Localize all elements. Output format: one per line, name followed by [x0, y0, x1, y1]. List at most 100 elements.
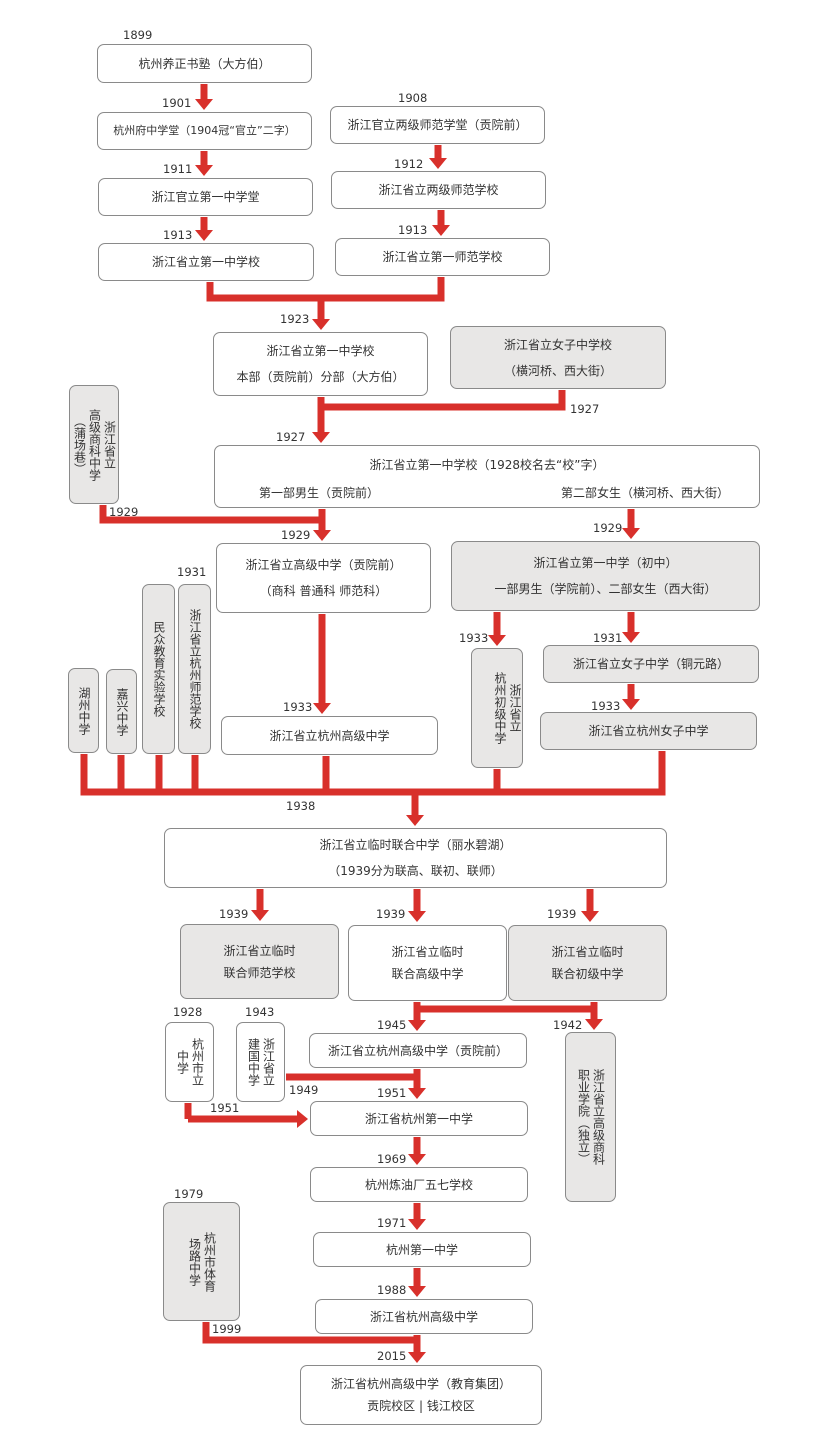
- connector-line: [317, 390, 566, 411]
- year-label: 1908: [398, 91, 428, 105]
- box-text: 浙江省立第一中学校: [266, 344, 375, 358]
- connector-line: [99, 505, 322, 524]
- box-title: 浙江省立第一中学校（1928校名去“校”字）: [369, 458, 605, 472]
- box-text: 浙江省立临时: [391, 945, 464, 959]
- arrow-down-icon: [408, 1352, 426, 1363]
- box-text: （1939分为联高、联初、联师）: [328, 864, 503, 878]
- year-label: 1933: [591, 699, 621, 713]
- year-label: 1911: [163, 162, 193, 176]
- box-yizhong-1923: 浙江省立第一中学校本部（贡院前）分部（大方伯）: [213, 332, 428, 396]
- box-text: 浙江官立两级师范学堂（贡院前）: [347, 118, 528, 132]
- arrow-down-icon: [313, 530, 331, 541]
- arrow-down-icon: [432, 225, 450, 236]
- year-label: 1933: [283, 700, 313, 714]
- year-label: 1969: [377, 1152, 407, 1166]
- box-text: 杭州养正书塾（大方伯）: [138, 56, 271, 71]
- arrow-down-icon: [408, 911, 426, 922]
- box-text: （商科 普通科 师范科）: [259, 584, 388, 598]
- arrow-down-icon: [406, 815, 424, 826]
- year-label: 1913: [163, 228, 193, 242]
- arrow-down-icon: [408, 1219, 426, 1230]
- box-text: 杭州市立: [190, 1038, 205, 1086]
- box-shangke: 浙江省立高级商科中学（蒲场巷）: [69, 385, 119, 504]
- box-text: 联合初级中学: [551, 967, 624, 981]
- box-chuzhong-1929: 浙江省立第一中学（初中）一部男生（学院前）、二部女生（西大街）: [451, 541, 760, 611]
- year-label: 1988: [377, 1283, 407, 1297]
- box-text: 联合高级中学: [391, 967, 464, 981]
- year-label: 1929: [593, 521, 623, 535]
- box-text: 浙江省立高级商科: [591, 1069, 606, 1165]
- box-text: 贡院校区 | 钱江校区: [367, 1399, 475, 1413]
- year-label: 1942: [553, 1018, 583, 1032]
- box-text: 浙江省立: [102, 420, 117, 469]
- arrow-down-icon: [251, 910, 269, 921]
- box-text: 民众教育实验学校: [152, 621, 166, 717]
- box-text: 杭州府中学堂（1904冠“官立”二字）: [113, 124, 296, 137]
- year-label: 1927: [570, 402, 600, 416]
- box-huzhou: 湖州中学: [68, 668, 99, 753]
- box-text: 浙江省立杭州师范学校: [188, 609, 202, 729]
- box-text: 中学: [175, 1050, 190, 1074]
- box-tiyuchang: 杭州市体育场路中学: [163, 1202, 240, 1321]
- year-label: 1931: [177, 565, 207, 579]
- box-text: （横河桥、西大街）: [503, 363, 612, 378]
- year-label: 2015: [377, 1349, 407, 1363]
- box-text: 本部（贡院前）分部（大方伯）: [236, 370, 405, 384]
- year-label: 1933: [459, 631, 489, 645]
- box-hangzhoufu: 杭州府中学堂（1904冠“官立”二字）: [97, 112, 312, 150]
- year-label: 1945: [377, 1018, 407, 1032]
- year-label: 1913: [398, 223, 428, 237]
- box-yizhong-1927: 浙江省立第一中学校（1928校名去“校”字） 第一部男生（贡院前） 第二部女生（…: [214, 445, 760, 508]
- arrow-down-icon: [408, 1286, 426, 1297]
- year-label: 1951: [377, 1086, 407, 1100]
- box-text: 浙江省立高级中学（贡院前）: [245, 558, 402, 572]
- arrow-down-icon: [408, 1020, 426, 1031]
- box-text: 浙江省立临时: [223, 943, 296, 958]
- year-label: 1999: [212, 1322, 242, 1336]
- box-jituan-2015: 浙江省杭州高级中学（教育集团）贡院校区 | 钱江校区: [300, 1365, 542, 1425]
- arrow-down-icon: [581, 911, 599, 922]
- box-gaoji-1929: 浙江省立高级中学（贡院前） （商科 普通科 师范科）: [216, 543, 431, 613]
- year-label: 1929: [109, 505, 139, 519]
- box-left-label: 第一部男生（贡院前）: [259, 486, 380, 500]
- box-text: （蒲场巷）: [72, 414, 87, 475]
- box-text: 浙江省立: [261, 1038, 276, 1086]
- arrow-down-icon: [622, 528, 640, 539]
- box-diyi-1951: 浙江省杭州第一中学: [310, 1101, 528, 1136]
- year-label: 1943: [245, 1005, 275, 1019]
- box-text: 浙江省立两级师范学校: [378, 183, 499, 197]
- connector-line: [202, 1322, 417, 1344]
- year-label: 1923: [280, 312, 310, 326]
- box-yangzheng: 杭州养正书塾（大方伯）: [97, 44, 312, 83]
- box-guanli-zhongxuetang: 浙江官立第一中学堂: [98, 178, 313, 216]
- box-lianhe-chuji: 浙江省立临时联合初级中学: [508, 925, 667, 1001]
- box-text: 浙江省立第一中学（初中）: [533, 556, 678, 570]
- year-label: 1939: [547, 907, 577, 921]
- arrow-down-icon: [195, 99, 213, 110]
- box-jianguo: 浙江省立建国中学: [236, 1022, 285, 1102]
- year-label: 1931: [593, 631, 623, 645]
- box-text: 浙江省立第一中学校: [151, 255, 260, 269]
- box-right-label: 第二部女生（横河桥、西大街）: [560, 486, 729, 500]
- arrow-down-icon: [622, 699, 640, 710]
- box-shili-zhongxue: 杭州市立中学: [165, 1022, 214, 1102]
- year-label: 1912: [394, 157, 424, 171]
- box-shifan-1913: 浙江省立第一师范学校: [335, 238, 550, 276]
- box-hangzhou-gaozhong-1933: 浙江省立杭州高级中学: [221, 716, 438, 755]
- arrow-down-icon: [195, 165, 213, 176]
- box-text: 职业学院（独立）: [576, 1069, 591, 1165]
- arrow-down-icon: [488, 635, 506, 646]
- box-nvzi-1931: 浙江省立女子中学（铜元路）: [543, 645, 759, 683]
- arrow-down-icon: [622, 632, 640, 643]
- box-text: 浙江省立临时: [551, 945, 624, 959]
- box-text: 浙江省立女子中学校: [503, 337, 612, 352]
- year-label: 1971: [377, 1216, 407, 1230]
- box-nvzi-zhongxue: 浙江省立女子中学校 （横河桥、西大街）: [450, 326, 666, 389]
- box-text: 杭州市体育: [202, 1231, 217, 1292]
- arrow-down-icon: [408, 1088, 426, 1099]
- year-label: 1951: [210, 1101, 240, 1115]
- box-text: 联合师范学校: [223, 965, 296, 980]
- connector-line: [206, 277, 445, 302]
- box-text: 浙江省杭州高级中学: [369, 1309, 478, 1324]
- year-label: 1939: [376, 907, 406, 921]
